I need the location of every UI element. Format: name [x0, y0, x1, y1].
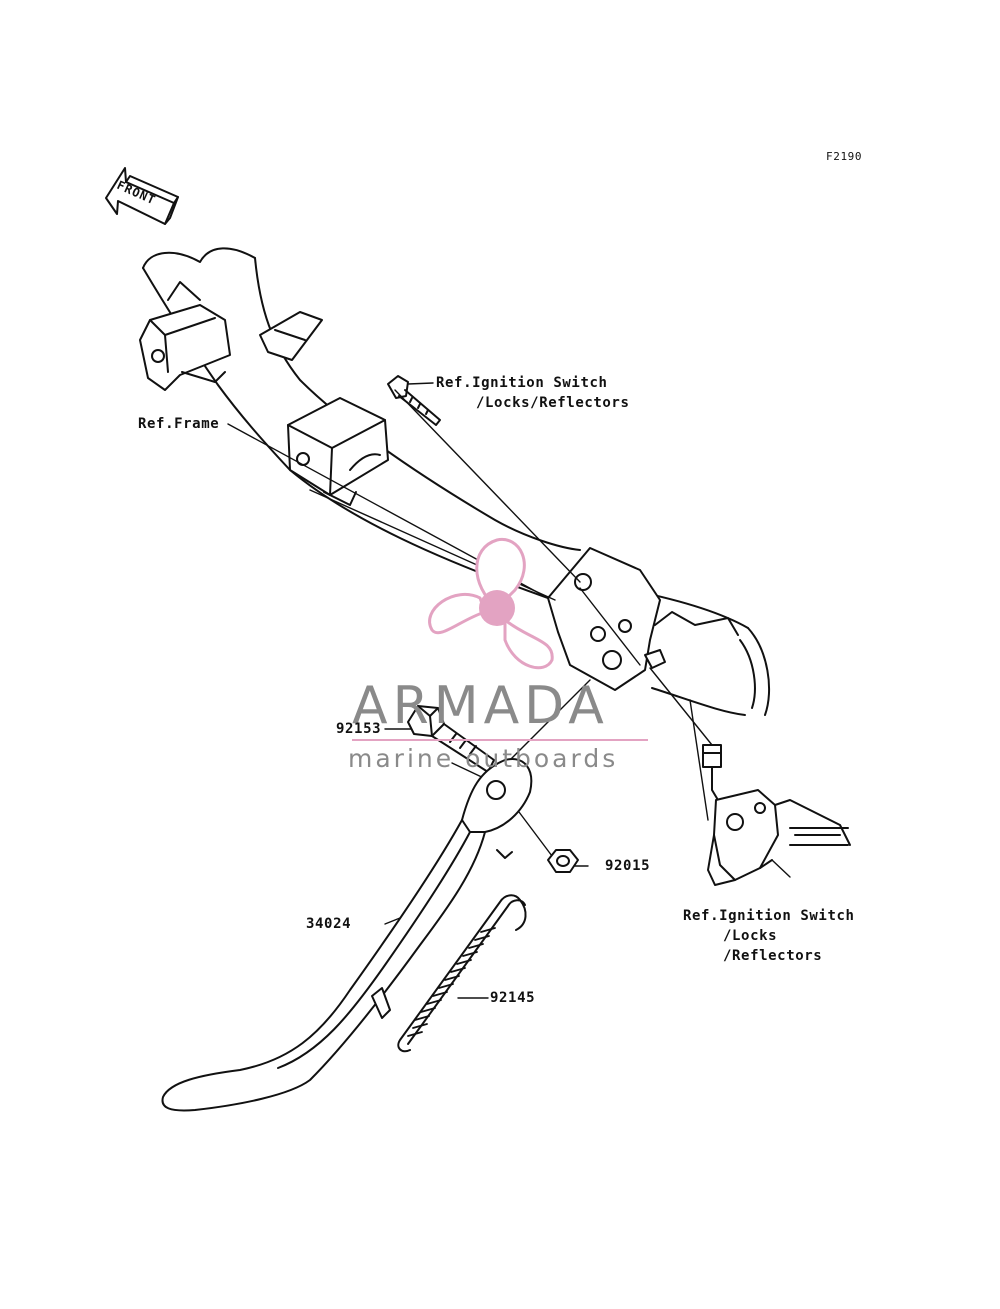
- frame-tube: [142, 247, 771, 716]
- nut-92015: [547, 849, 579, 873]
- side-stand-34024: [161, 758, 533, 1112]
- watermark-rule: [352, 739, 648, 741]
- frame-bracket-upper: [139, 281, 323, 391]
- rubber-block: [287, 397, 389, 506]
- label-ref-frame: Ref.Frame: [138, 416, 220, 432]
- upper-bolt: [387, 375, 441, 426]
- spring-92145: [397, 894, 527, 1053]
- front-arrow-icon: FRONT: [105, 167, 179, 225]
- label-ref-ignition-top-2: /Locks/Reflectors: [476, 395, 630, 411]
- label-ref-ignition-bottom-1: Ref.Ignition Switch: [683, 908, 855, 924]
- label-part-34024: 34024: [306, 916, 352, 932]
- label-part-92153: 92153: [336, 721, 382, 737]
- label-part-92145: 92145: [490, 990, 536, 1006]
- watermark-tagline: marine outboards: [348, 744, 619, 773]
- bolt-92153: [407, 705, 495, 773]
- figure-code: F2190: [826, 150, 863, 163]
- armada-logo-icon: [428, 538, 554, 670]
- label-ref-ignition-bottom-3: /Reflectors: [723, 948, 823, 964]
- label-ref-ignition-top-1: Ref.Ignition Switch: [436, 375, 608, 391]
- side-stand-switch: [702, 744, 851, 886]
- label-ref-ignition-bottom-2: /Locks: [723, 928, 778, 944]
- label-part-92015: 92015: [605, 858, 651, 874]
- watermark-brand: ARMADA: [352, 676, 609, 736]
- stand-bracket: [547, 547, 739, 691]
